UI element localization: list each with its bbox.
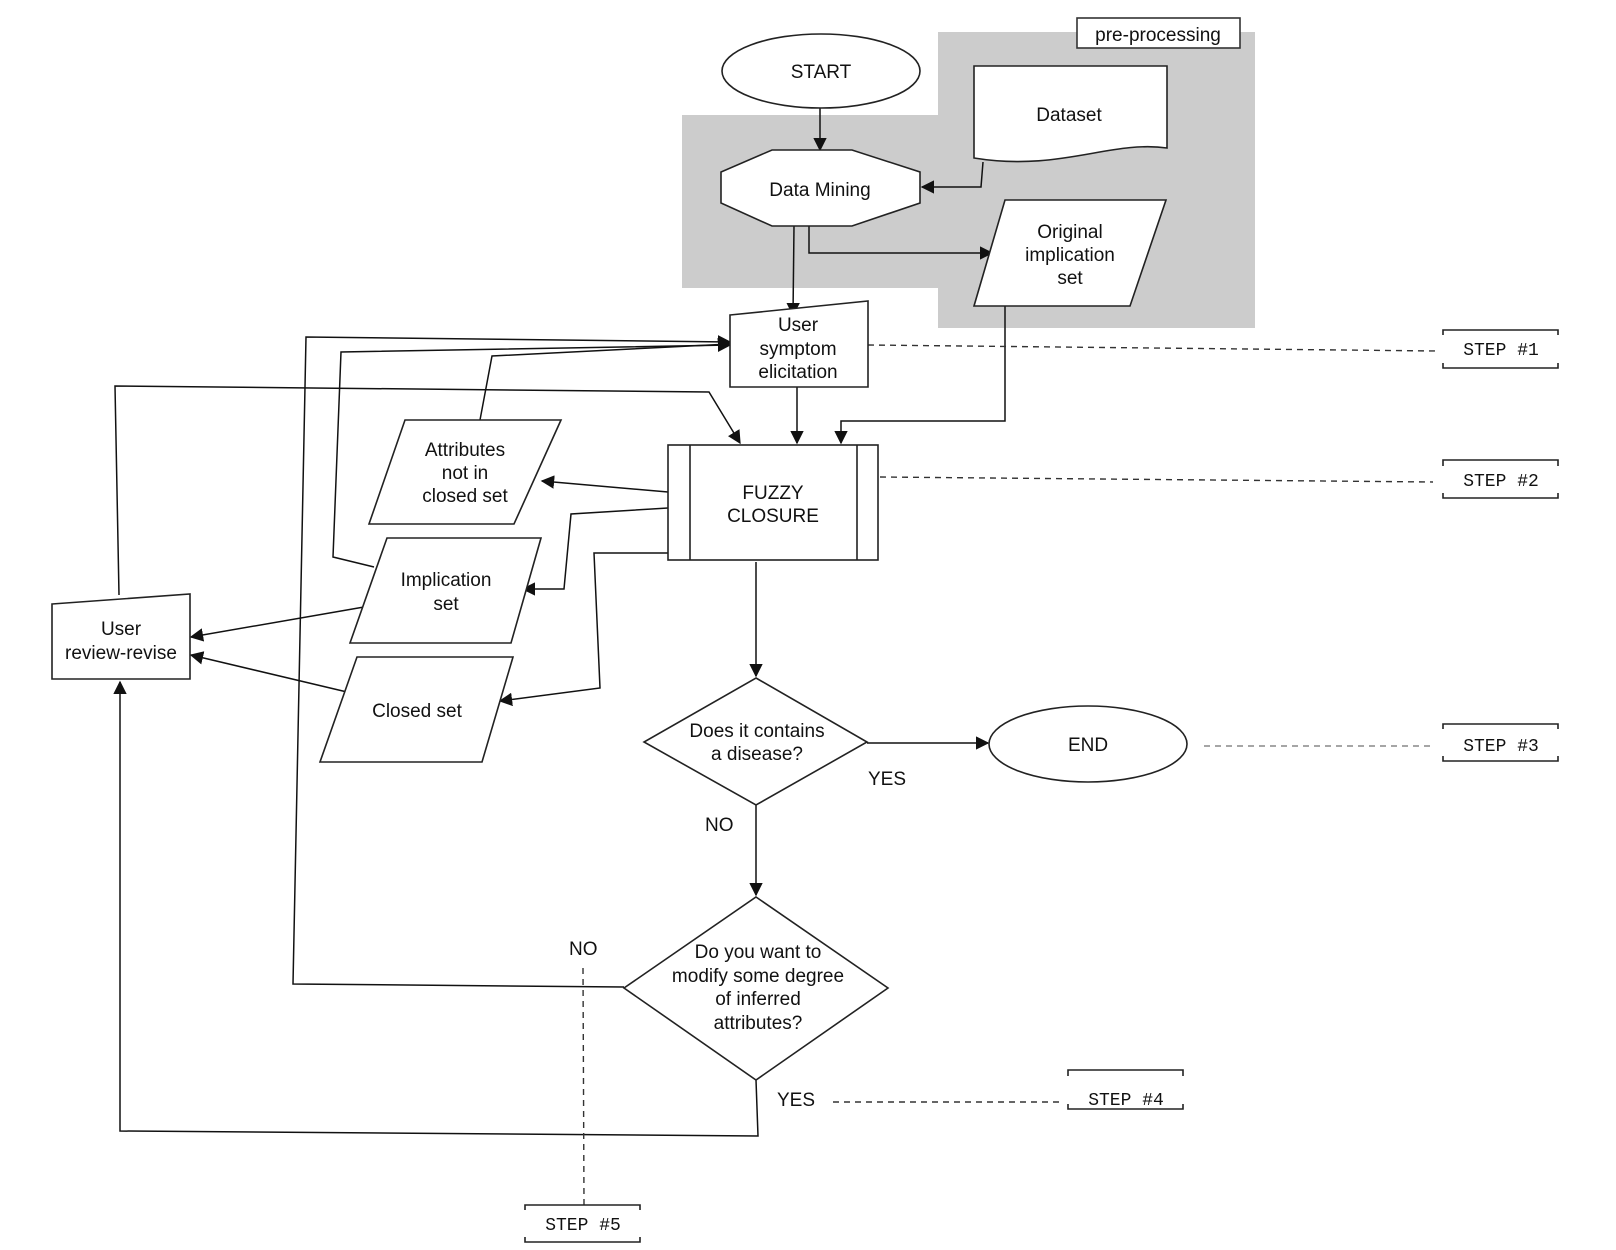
edge-dataset-to-data-mining xyxy=(920,161,984,194)
step-marker-4: STEP #4 xyxy=(1067,1069,1184,1111)
svg-text:Do you want to: Do you want to xyxy=(695,942,822,963)
svg-text:Closed set: Closed set xyxy=(372,701,462,722)
dash-step-2 xyxy=(879,476,1434,483)
edge-modify-no-to-user-symptom xyxy=(292,335,732,988)
node-user-symptom-elicitation: User symptom elicitation xyxy=(729,300,869,388)
step-marker-2: STEP #2 xyxy=(1442,459,1559,499)
node-dataset: Dataset xyxy=(973,65,1168,163)
label-disease-yes: YES xyxy=(868,769,906,790)
svg-text:STEP #5: STEP #5 xyxy=(545,1216,621,1236)
svg-text:set: set xyxy=(433,594,459,615)
svg-text:implication: implication xyxy=(1025,245,1115,266)
svg-text:attributes?: attributes? xyxy=(714,1013,803,1034)
node-attributes-not-in-closed-set: Attributes not in closed set xyxy=(367,419,563,525)
edge-implication-to-user-symptom xyxy=(332,338,732,568)
node-user-review-revise: User review-revise xyxy=(51,593,191,680)
svg-text:closed set: closed set xyxy=(422,486,508,507)
step-marker-3: STEP #3 xyxy=(1442,723,1559,762)
edge-fuzzy-to-implication-set xyxy=(521,507,669,596)
node-decision-modify: Do you want to modify some degree of inf… xyxy=(622,896,890,1081)
edge-data-mining-to-user-symptom xyxy=(786,225,800,317)
step-marker-5: STEP #5 xyxy=(524,1204,641,1243)
edge-data-mining-to-original-implication-set xyxy=(808,226,994,260)
node-original-implication-set: Original implication set xyxy=(972,199,1168,307)
svg-text:CLOSURE: CLOSURE xyxy=(727,506,819,527)
edge-closed-set-to-user-review xyxy=(189,651,348,693)
node-fuzzy-closure: FUZZY CLOSURE xyxy=(667,444,879,561)
svg-text:Implication: Implication xyxy=(401,570,492,591)
svg-text:STEP #3: STEP #3 xyxy=(1463,737,1539,757)
svg-text:a disease?: a disease? xyxy=(711,744,803,765)
label-modify-no: NO xyxy=(569,939,598,960)
edge-fuzzy-to-attributes-not-in-closed-set xyxy=(540,475,669,493)
label-disease-no: NO xyxy=(705,815,734,836)
svg-text:elicitation: elicitation xyxy=(758,362,837,383)
label-modify-yes: YES xyxy=(777,1090,815,1111)
svg-text:symptom: symptom xyxy=(759,339,836,360)
svg-text:FUZZY: FUZZY xyxy=(742,483,804,504)
edge-implication-to-user-review xyxy=(189,606,365,642)
edge-original-implication-to-fuzzy-closure xyxy=(834,306,1006,445)
node-closed-set: Closed set xyxy=(318,656,515,763)
svg-text:not in: not in xyxy=(442,463,488,484)
node-implication-set: Implication set xyxy=(348,537,543,644)
svg-text:Attributes: Attributes xyxy=(425,440,505,461)
svg-text:Data Mining: Data Mining xyxy=(769,180,870,201)
edge-user-review-to-fuzzy-closure xyxy=(114,385,741,596)
pre-processing-label: pre-processing xyxy=(1076,17,1241,49)
node-data-mining: Data Mining xyxy=(720,149,921,227)
edge-fuzzy-to-closed-set xyxy=(498,552,668,707)
dash-step-5 xyxy=(582,967,585,1206)
svg-text:User: User xyxy=(101,619,142,640)
node-end: END xyxy=(988,705,1188,783)
edge-modify-yes-to-user-review xyxy=(113,680,759,1137)
svg-text:pre-processing: pre-processing xyxy=(1095,25,1221,46)
svg-text:STEP #2: STEP #2 xyxy=(1463,472,1539,492)
svg-text:STEP #4: STEP #4 xyxy=(1088,1091,1164,1111)
svg-text:END: END xyxy=(1068,735,1108,756)
step-marker-1: STEP #1 xyxy=(1442,329,1559,369)
svg-text:set: set xyxy=(1057,268,1083,289)
edge-attributes-to-user-symptom xyxy=(479,337,732,421)
node-decision-disease: Does it contains a disease? xyxy=(642,677,869,806)
svg-text:Does it contains: Does it contains xyxy=(689,721,824,742)
svg-text:START: START xyxy=(791,62,852,83)
svg-text:of inferred: of inferred xyxy=(715,989,801,1010)
svg-text:User: User xyxy=(778,315,819,336)
svg-text:Dataset: Dataset xyxy=(1036,105,1102,126)
svg-text:Original: Original xyxy=(1037,222,1102,243)
svg-text:review-revise: review-revise xyxy=(65,643,177,664)
svg-text:STEP #1: STEP #1 xyxy=(1463,341,1539,361)
dash-step-1 xyxy=(867,344,1438,352)
svg-text:modify some degree: modify some degree xyxy=(672,966,844,987)
node-start: START xyxy=(721,33,921,109)
